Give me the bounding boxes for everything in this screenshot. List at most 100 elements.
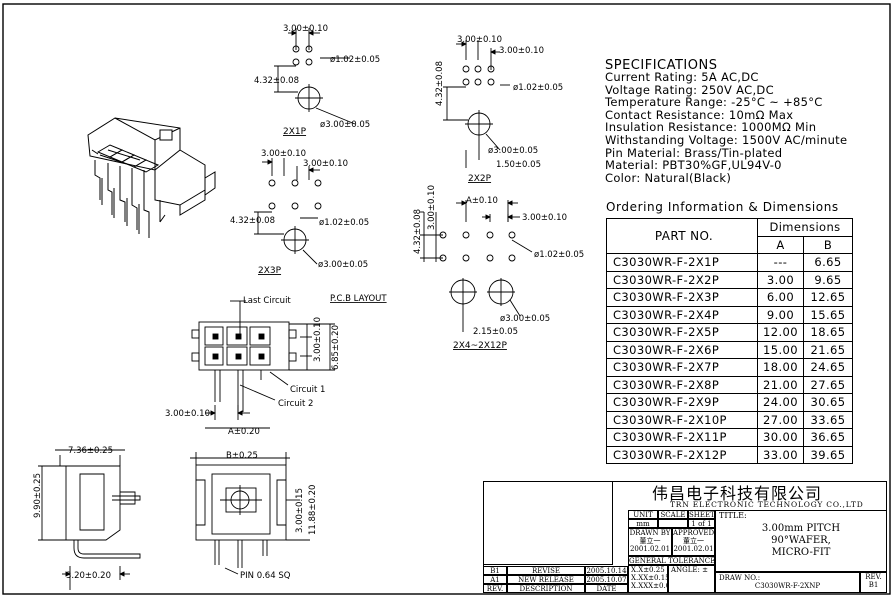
title-label: TITLE:: [719, 511, 747, 520]
dim-a-cell: 30.00: [757, 428, 804, 447]
angle-value: ±: [702, 566, 708, 574]
view-2x2p-layout: [443, 40, 510, 168]
label-2x3p-small-hole: ø1.02±0.05: [319, 218, 369, 228]
scale-value: [658, 519, 688, 528]
label-2x4-large-hole: ø3.00±0.05: [500, 314, 550, 324]
part-no-cell: C3030WR-F-2X11P: [606, 428, 758, 447]
part-no-cell: C3030WR-F-2X12P: [606, 445, 758, 464]
ordering-table: PART NO. Dimensions A B C3030WR-F-2X1P--…: [606, 218, 853, 464]
tolerance-1: X.X±0.25: [631, 566, 665, 574]
rev-box-label: REV.: [865, 573, 882, 581]
label-2x3p-pitch-b: 3.00±0.10: [303, 159, 348, 169]
label-side-pin-dim: 3.20±0.20: [66, 571, 111, 581]
rev-box-value: B1: [868, 581, 879, 589]
part-no-cell: C3030WR-F-2X1P: [606, 253, 758, 272]
label-rear-h1: 3.00±0.15: [295, 488, 305, 533]
label-2x4-small-hole: ø1.02±0.05: [534, 250, 584, 260]
rev-desc-cell: NEW RELEASE: [507, 575, 585, 584]
part-no-cell: C3030WR-F-2X5P: [606, 323, 758, 342]
part-no-cell: C3030WR-F-2X8P: [606, 375, 758, 394]
rev-col-rev: REV.: [483, 584, 507, 593]
label-2x1p-pitch: 3.00±0.10: [283, 24, 328, 34]
rev-desc-cell: REVISE: [507, 566, 585, 575]
dim-a-cell: 33.00: [757, 445, 804, 464]
spec-line: Pin Material: Brass/Tin-plated: [605, 145, 783, 160]
label-2x1p-row-offset: 4.32±0.08: [254, 76, 299, 86]
spec-line: Voltage Rating: 250V AC,DC: [605, 82, 774, 97]
label-2x4-bottom-dim: 2.15±0.05: [473, 327, 518, 337]
spec-title: SPECIFICATIONS: [605, 58, 718, 73]
label-2x4-row-pitch: 3.00±0.10: [427, 185, 437, 230]
table-row: C3030WR-F-2X1P---6.65: [606, 253, 853, 272]
label-side-width: 7.36±0.25: [68, 446, 113, 456]
drawn-by-date: 2001.02.01: [629, 545, 671, 553]
company-name-en: TRN ELECTRONIC TECHNOLOGY CO.,LTD: [670, 500, 864, 509]
view-title-2x4-12p: 2X4~2X12P: [453, 341, 508, 351]
title-line-1: 3.00mm PITCH: [761, 523, 841, 534]
draw-no-box: DRAW NO.: C3030WR-F-2XNP: [715, 572, 860, 593]
dim-a-cell: 21.00: [757, 375, 804, 394]
label-circuit-1: Circuit 1: [290, 385, 325, 395]
label-2x2p-bottom-dim: 1.50±0.05: [496, 160, 541, 170]
tolerance-2: X.XX±0.15: [631, 574, 668, 582]
approved-by-name: 董立一: [683, 537, 704, 545]
drawn-by-label: DRAWN BY: [629, 529, 671, 537]
label-2x4-pitch: 3.00±0.10: [522, 213, 567, 223]
label-2x3p-large-hole: ø3.00±0.05: [318, 260, 368, 270]
header-dimensions: Dimensions: [757, 218, 853, 237]
view-title-2x1p: 2X1P: [283, 127, 307, 137]
label-side-height: 9.90±0.25: [33, 473, 43, 518]
view-title-2x3p: 2X3P: [258, 266, 282, 276]
label-front-height: 6.85±0.20: [331, 325, 341, 370]
dim-a-cell: 18.00: [757, 358, 804, 377]
spec-line: Current Rating: 5A AC,DC: [605, 70, 759, 84]
view-2x4-12p-layout: [420, 200, 533, 332]
spec-line: Material: PBT30%GF,UL94V-0: [605, 158, 782, 173]
rev-box: REV. B1: [860, 572, 887, 593]
label-2x4-a-dim: A±0.10: [466, 196, 498, 206]
label-2x1p-small-hole: ø1.02±0.05: [330, 55, 380, 65]
part-no-cell: C3030WR-F-2X6P: [606, 340, 758, 359]
part-no-cell: C3030WR-F-2X9P: [606, 393, 758, 412]
title-line-2: 90°WAFER,: [771, 535, 831, 546]
part-no-cell: C3030WR-F-2X10P: [606, 410, 758, 429]
rev-cell: A1: [483, 575, 507, 584]
sheet-value: 1 of 1: [688, 519, 715, 528]
view-2x1p-layout: [274, 28, 356, 125]
label-2x4-row-offset: 4.32±0.08: [413, 209, 423, 254]
dim-a-cell: 15.00: [757, 340, 804, 359]
label-rear-h2: 11.88±0.20: [308, 485, 318, 535]
label-2x2p-row-offset: 4.32±0.08: [435, 61, 445, 106]
tolerance-values: X.X±0.25 X.XX±0.15 X.XXX±0.05: [628, 565, 668, 593]
rev-date-cell: 2005.10.14: [585, 566, 628, 575]
header-part-no: PART NO.: [606, 218, 758, 254]
label-2x1p-large-hole: ø3.00±0.05: [320, 120, 370, 130]
dim-b-cell: 6.65: [803, 253, 853, 272]
dim-b-cell: 9.65: [803, 270, 853, 289]
label-rear-pin: PIN 0.64 SQ: [240, 571, 291, 581]
view-2x3p-layout: [254, 158, 322, 265]
draw-no-label: DRAW NO.:: [719, 574, 761, 582]
label-front-a-dim: A±0.20: [228, 427, 260, 437]
spec-line: Insulation Resistance: 1000MΩ Min: [605, 120, 817, 135]
dim-b-cell: 30.65: [803, 393, 853, 412]
header-a: A: [757, 235, 804, 254]
dim-a-cell: 24.00: [757, 393, 804, 412]
rev-area: [483, 481, 613, 565]
part-no-cell: C3030WR-F-2X3P: [606, 288, 758, 307]
rev-col-date: DATE: [585, 584, 628, 593]
unit-label: UNIT: [628, 510, 658, 519]
spec-line: Withstanding Voltage: 1500V AC/minute: [605, 132, 848, 147]
label-circuit-2: Circuit 2: [278, 399, 313, 409]
label-last-circuit: Last Circuit: [243, 296, 291, 306]
ordering-title: Ordering Information & Dimensions: [606, 200, 839, 214]
